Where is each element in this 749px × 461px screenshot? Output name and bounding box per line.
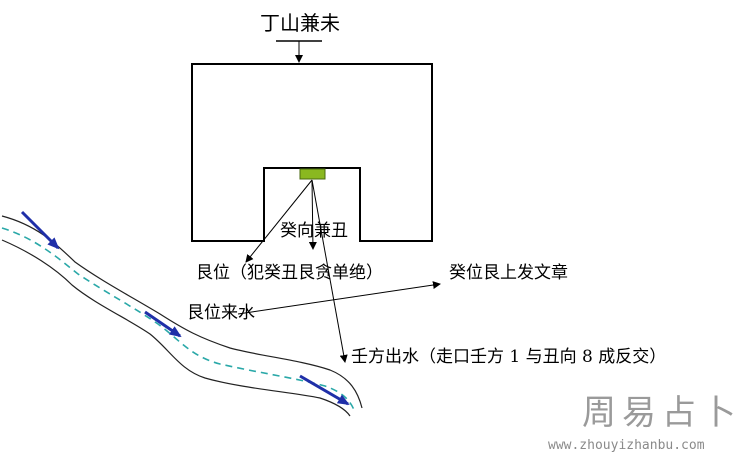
gui-position-label: 癸位艮上发文章 <box>449 263 568 283</box>
river-bank-lower <box>1 239 351 417</box>
house-outline <box>191 63 433 242</box>
top-label: 丁山兼未 <box>260 11 340 35</box>
river-bank-upper <box>1 215 363 409</box>
watermark-url: www.zhouyizhanbu.com <box>548 438 705 453</box>
flow-arrow-2 <box>144 310 182 338</box>
ren-water-label: 壬方出水（走口壬方 1 与丑向 8 成反交） <box>351 347 666 367</box>
pointer-facing <box>308 179 317 250</box>
gen-position-label: 艮位（犯癸丑艮贪单绝） <box>196 263 383 283</box>
door-marker <box>299 168 326 180</box>
facing-label: 癸向兼丑 <box>280 221 348 241</box>
river <box>1 210 363 417</box>
pointer-ren-water <box>311 179 348 363</box>
pointer-gui-position <box>237 281 441 315</box>
flow-arrow-1 <box>20 210 60 250</box>
gen-water-label: 艮位来水 <box>187 303 255 323</box>
river-center-dash <box>1 227 355 411</box>
pointer-gen-position <box>245 179 313 263</box>
flow-arrow-3 <box>299 374 350 406</box>
watermark-title: 周易占卜 <box>582 393 742 433</box>
